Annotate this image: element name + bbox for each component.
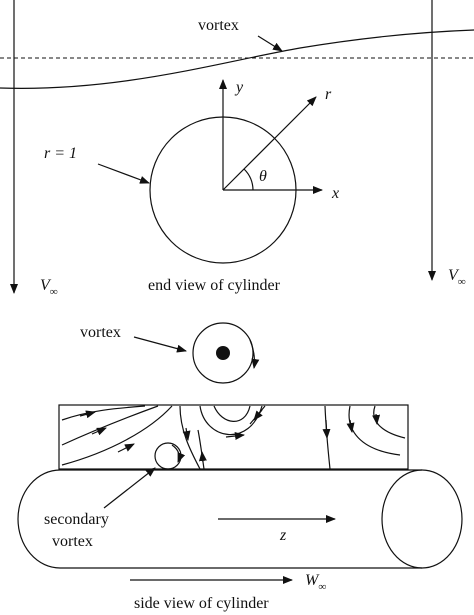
radius-label: r = 1 [44,145,77,162]
v-inf-left-label: V∞ [40,277,58,298]
vortex-rotation-arrow [249,339,260,369]
vortex-circle [192,322,254,384]
z-axis-label: z [279,527,287,544]
side-view-caption: side view of cylinder [134,595,269,612]
cylinder-end-ellipse [381,469,463,569]
streamline-3-arrow [117,443,135,453]
streamline-9-arrow [322,419,331,439]
streamline-9 [324,405,331,470]
secondary-vortex-label-line2: vortex [52,533,93,550]
r-axis-arrow [222,96,317,191]
secondary-vortex-label-line1: secondary [44,511,109,528]
streamline-3 [61,405,173,466]
streamline-4 [179,405,201,470]
streamline-4-arrow [182,427,191,441]
vortex-mid-label: vortex [80,324,121,341]
streamline-2-arrow [91,427,107,436]
streamline-1-arrow [79,410,96,419]
vortex-top-label: vortex [198,17,239,34]
w-inf-label: W∞ [305,572,326,593]
streamline-1 [61,405,146,421]
r-axis-label: r [325,86,332,103]
cylinder-side-body [17,469,422,569]
radius-pointer [97,163,150,184]
secondary-vortex-pointer [103,467,156,509]
streamline-2 [61,405,159,446]
streamline-11 [373,405,406,439]
streamline-6-arrow [225,432,245,440]
vortex-core [216,346,230,360]
x-axis-label: x [331,185,339,202]
streamline-5-arrow [198,451,207,463]
streamline-7 [213,405,251,422]
streamline-5 [197,429,205,470]
vortex-top-pointer [257,35,283,52]
vortex-line-curve [0,29,474,89]
vortex-mid-pointer [133,336,187,353]
y-axis-label: y [234,79,244,96]
streamline-11-arrow [372,413,381,425]
streamline-10 [348,405,401,456]
flow-region-box [58,404,409,470]
streamline-8-arrow [253,409,263,421]
end-view-caption: end view of cylinder [148,277,281,294]
streamline-10-arrow [346,419,355,433]
theta-label: θ [259,168,267,185]
secondary-vortex-circle [154,442,182,470]
secondary-vortex-rotation [171,444,186,463]
v-inf-right-label: V∞ [448,267,466,288]
theta-arc [243,168,254,191]
